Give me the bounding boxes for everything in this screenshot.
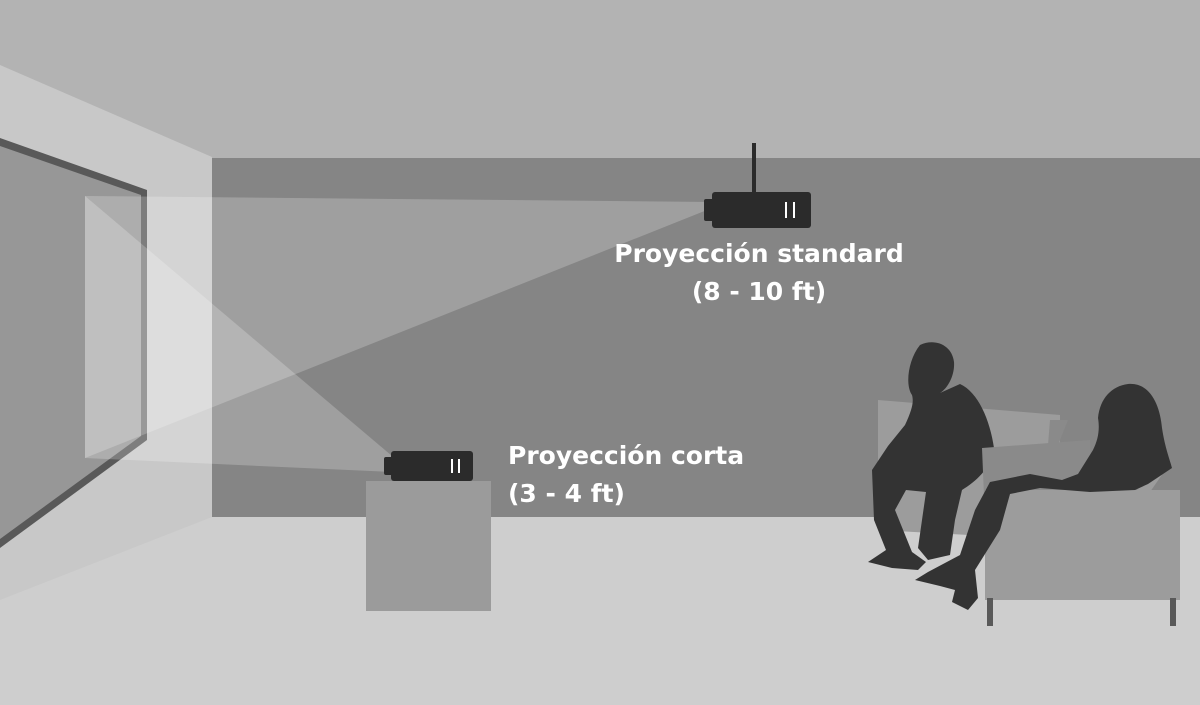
standard-projection-label: Proyección standard (8 - 10 ft) xyxy=(614,235,904,311)
short-projection-title: Proyección corta xyxy=(508,441,745,470)
short-projection-label: Proyección corta (3 - 4 ft) xyxy=(508,437,744,513)
standard-projection-title: Proyección standard xyxy=(614,239,904,268)
short-projection-distance: (3 - 4 ft) xyxy=(508,479,625,508)
seated-woman-silhouette xyxy=(915,383,1172,610)
short-projection-beam xyxy=(85,196,392,472)
ceiling xyxy=(0,0,1200,158)
standard-projection-distance: (8 - 10 ft) xyxy=(691,277,827,306)
table-projector-icon xyxy=(384,451,473,481)
standard-projection-beam xyxy=(85,196,712,458)
projector-pedestal xyxy=(366,481,491,611)
ceiling-projector-icon xyxy=(704,143,811,228)
screen-surface xyxy=(0,146,141,539)
seated-man-silhouette xyxy=(868,342,994,570)
